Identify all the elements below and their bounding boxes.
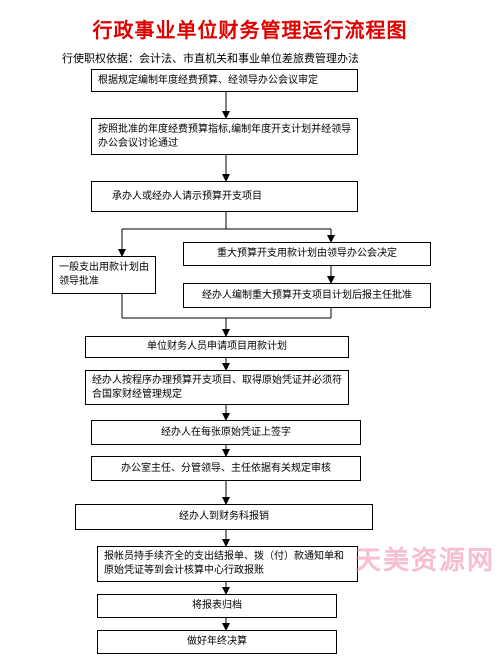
step-major-spending: 重大预算开支用款计划由领导办公会决定 bbox=[183, 242, 431, 266]
legal-basis: 行使职权依据：会计法、市直机关和事业单位差旅费管理办法 bbox=[62, 52, 359, 65]
step-final-accounts: 做好年终决算 bbox=[97, 630, 337, 654]
step-reimbursement: 经办人到财务科报销 bbox=[75, 504, 373, 530]
step-major-plan: 经办人编制重大预算开支项目计划后报主任批准 bbox=[183, 283, 431, 308]
step-process-vouchers: 经办人按程序办理预算开支项目、取得原始凭证并必须符合国家财经管理规定 bbox=[85, 370, 349, 405]
step-spending-plan: 按照批准的年度经费预算指标,编制年度开支计划并经领导办公会议讨论通过 bbox=[91, 118, 358, 155]
step-review: 办公室主任、分管领导、主任依据有关规定审核 bbox=[91, 456, 361, 481]
step-budget-approval: 根据规定编制年度经费预算、经领导办公会议审定 bbox=[91, 69, 358, 92]
step-archive: 将报表归档 bbox=[97, 594, 337, 618]
step-finance-request: 单位财务人员申请项目用款计划 bbox=[85, 336, 349, 358]
step-request-project: 承办人或经办人请示预算开支项目 bbox=[91, 181, 358, 212]
watermark: 天美资源网 bbox=[355, 546, 496, 576]
step-submit-accounts: 报帐员持手续齐全的支出结报单、拨（付）款通知单和原始凭证等到会计核算中心行政报账 bbox=[97, 546, 358, 582]
step-general-spending: 一般支出用款计划由领导批准 bbox=[52, 256, 156, 294]
page-title: 行政事业单位财务管理运行流程图 bbox=[92, 18, 408, 42]
step-sign-vouchers: 经办人在每张原始凭证上签字 bbox=[91, 420, 361, 445]
